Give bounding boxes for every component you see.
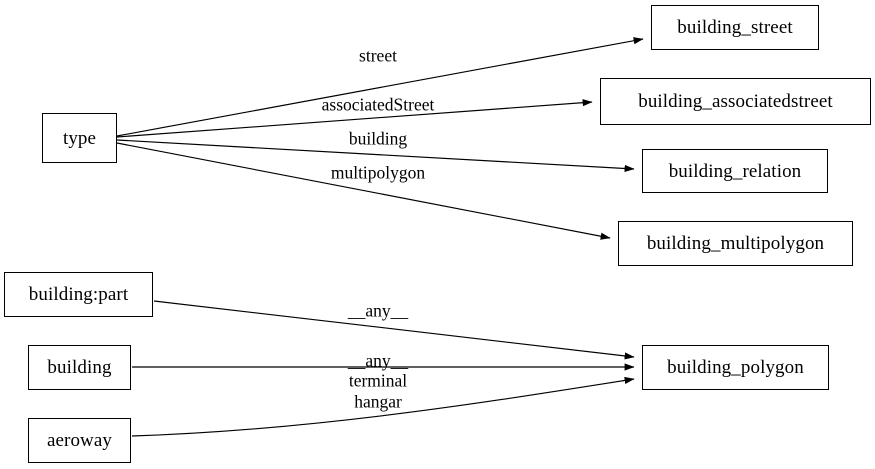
edge-type-to-building_multipolygon [116, 142, 611, 240]
node-label-building_relation: building_relation [668, 160, 802, 182]
edge-label-building_part-building_polygon: __any__ [347, 300, 409, 321]
node-building_relation[interactable]: building_relation [642, 149, 828, 193]
edge-label-type-building_street: street [359, 45, 397, 66]
edge-type-to-building_relation [116, 139, 635, 173]
node-building_street[interactable]: building_street [651, 5, 819, 50]
edge-label-type-building_relation: building [348, 128, 408, 149]
node-building_multipolygon[interactable]: building_multipolygon [618, 221, 853, 266]
node-building_associatedstreet[interactable]: building_associatedstreet [600, 78, 871, 125]
edge-label-type-building_multipolygon: multipolygon [330, 162, 426, 183]
node-building_part[interactable]: building:part [4, 272, 153, 317]
node-building_polygon[interactable]: building_polygon [642, 345, 829, 390]
node-label-type: type [62, 127, 97, 149]
node-label-building_part: building:part [28, 284, 129, 305]
edge-label-aeroway-building_polygon: terminal [348, 370, 408, 391]
node-label-building: building [47, 357, 112, 378]
node-label-building_associatedstreet: building_associatedstreet [638, 91, 833, 112]
edge-building_part-to-building_polygon [153, 300, 635, 360]
node-aeroway[interactable]: aeroway [28, 418, 131, 463]
edge-type-to-building_street [116, 37, 644, 137]
edge-label-type-building_associatedstreet: associatedStreet [321, 94, 435, 115]
node-label-building_multipolygon: building_multipolygon [646, 233, 825, 254]
node-label-building_street: building_street [677, 17, 793, 38]
node-label-building_polygon: building_polygon [667, 357, 804, 378]
edge-label-aeroway-building_polygon-1: hangar [354, 391, 402, 412]
node-label-aeroway: aeroway [46, 430, 113, 451]
node-type[interactable]: type [42, 113, 117, 163]
edge-aeroway-to-building_polygon [131, 376, 635, 437]
edge-label-building-building_polygon: __any__ [347, 350, 409, 371]
node-building[interactable]: building [28, 345, 131, 390]
edge-type-to-building_associatedstreet [116, 99, 593, 138]
